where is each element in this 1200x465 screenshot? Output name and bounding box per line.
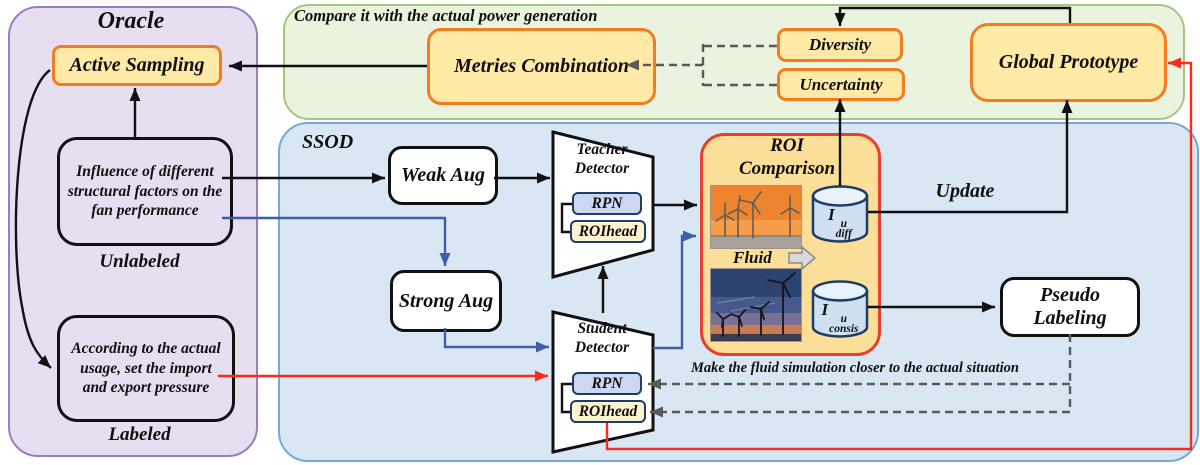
uncertainty-box: Uncertainty bbox=[777, 68, 905, 101]
labeled-data-box: According to the actual usage, set the i… bbox=[57, 315, 235, 422]
teacher-detector-title: Teacher Detector bbox=[574, 141, 630, 177]
labeled-caption: Labeled bbox=[108, 424, 171, 445]
pseudo-labeling-box: Pseudo Labeling bbox=[1000, 277, 1140, 337]
teacher-roihead-box: ROIhead bbox=[570, 220, 646, 243]
global-prototype-box: Global Prototype bbox=[970, 23, 1167, 102]
wind-turbines-photo-dusk bbox=[710, 268, 802, 342]
diversity-box: Diversity bbox=[777, 28, 903, 62]
weak-aug-box: Weak Aug bbox=[388, 146, 498, 205]
student-detector-title: Student Detector bbox=[574, 320, 630, 356]
roi-comparison-title: ROI Comparison bbox=[738, 135, 836, 179]
ssod-title: SSOD bbox=[302, 131, 354, 153]
wind-turbines-photo-day bbox=[710, 185, 802, 249]
oracle-title: Oracle bbox=[97, 8, 165, 34]
fluid-note: Make the fluid simulation closer to the … bbox=[691, 360, 1019, 376]
metrics-combination-box: Metries Combination bbox=[427, 28, 656, 105]
student-roihead-box: ROIhead bbox=[570, 400, 646, 423]
unlabeled-data-box: Influence of different structural factor… bbox=[57, 137, 233, 246]
strong-aug-box: Strong Aug bbox=[390, 270, 502, 332]
student-rpn-box: RPN bbox=[572, 372, 642, 395]
unlabeled-caption: Unlabeled bbox=[99, 251, 180, 272]
teacher-rpn-box: RPN bbox=[572, 192, 642, 215]
active-sampling-box: Active Sampling bbox=[52, 45, 222, 86]
update-label: Update bbox=[935, 180, 995, 202]
metrics-caption: Compare it with the actual power generat… bbox=[294, 6, 598, 25]
fluid-label: Fluid bbox=[733, 248, 772, 267]
